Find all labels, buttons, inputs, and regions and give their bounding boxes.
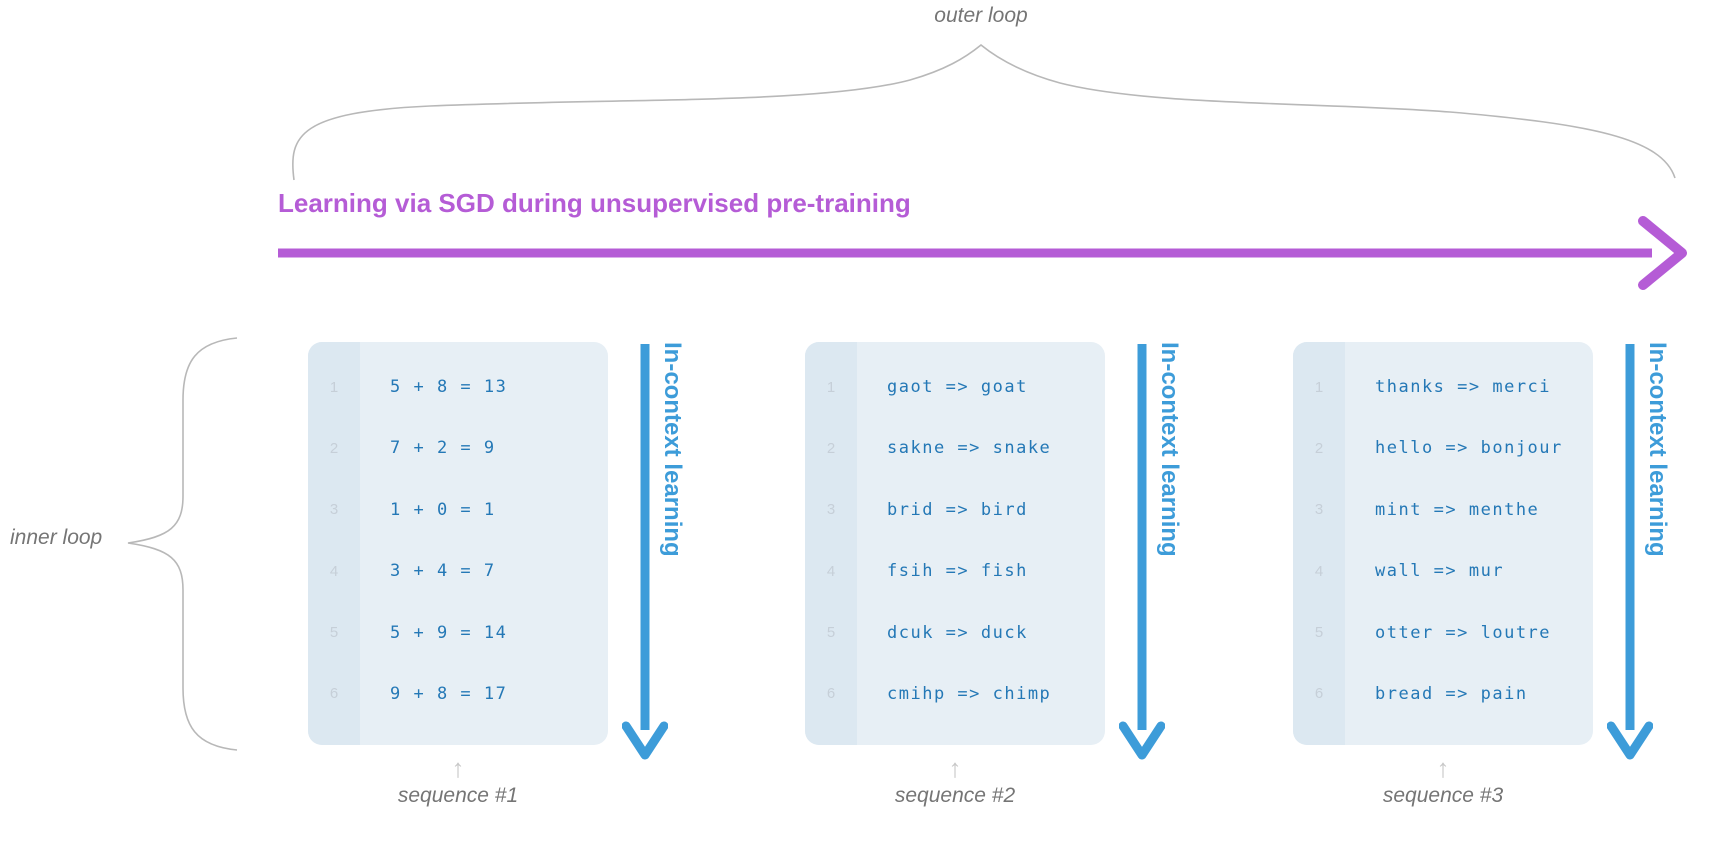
sequence-line: 5 otter => loutre (1293, 613, 1593, 653)
line-number: 5 (826, 624, 836, 642)
sequence-token-text: 7 + 2 = 9 (390, 438, 496, 459)
line-number-gutter (1293, 342, 1345, 745)
sequence-caption: ↑ sequence #2 (805, 754, 1105, 808)
sequence-token-text: 5 + 9 = 14 (390, 622, 508, 643)
line-number: 1 (1314, 378, 1324, 396)
sgd-pretraining-title: Learning via SGD during unsupervised pre… (278, 188, 911, 218)
in-context-learning-label: In-context learning (1156, 342, 1183, 557)
sequence-box-2: 1 gaot => goat 2 sakne => snake 3 brid =… (805, 342, 1105, 745)
sequence-token-text: dcuk => duck (887, 622, 1028, 643)
sequence-token-text: bread => pain (1375, 683, 1528, 704)
up-arrow-icon: ↑ (451, 753, 465, 783)
sequence-token-text: gaot => goat (887, 377, 1028, 397)
sequence-token-text: otter => loutre (1375, 622, 1552, 643)
sequence-caption-text: sequence #2 (894, 784, 1016, 807)
sequence-line: 6 cmihp => chimp (805, 674, 1105, 714)
in-context-arrow-icon (622, 344, 668, 760)
sequence-line: 2 7 + 2 = 9 (308, 428, 608, 468)
sequence-line: 1 thanks => merci (1293, 367, 1593, 407)
sequence-line: 4 3 + 4 = 7 (308, 551, 608, 591)
in-context-arrow-icon (1607, 344, 1653, 760)
inner-loop-label: inner loop (10, 526, 103, 549)
line-number: 2 (826, 439, 836, 457)
line-number-gutter (308, 342, 360, 745)
sequence-panel-2: 1 gaot => goat 2 sakne => snake 3 brid =… (805, 342, 1189, 832)
sequence-token-text: 9 + 8 = 17 (390, 683, 508, 704)
sequence-line: 6 bread => pain (1293, 674, 1593, 714)
sequence-line: 4 wall => mur (1293, 551, 1593, 591)
sequence-token-text: brid => bird (887, 499, 1028, 520)
sequence-box-1: 1 5 + 8 = 13 2 7 + 2 = 9 3 1 + 0 = 1 4 3… (308, 342, 608, 745)
line-number: 6 (826, 685, 836, 703)
outer-loop-label: outer loop (934, 4, 1028, 27)
sequence-line: 5 dcuk => duck (805, 613, 1105, 653)
line-number: 2 (1314, 439, 1324, 457)
sgd-arrow-icon (278, 216, 1687, 290)
sequence-line: 3 1 + 0 = 1 (308, 490, 608, 530)
sequence-line: 1 5 + 8 = 13 (308, 367, 608, 407)
sequence-line: 1 gaot => goat (805, 367, 1105, 407)
sequence-caption: ↑ sequence #3 (1293, 754, 1593, 808)
sequence-panel-3: 1 thanks => merci 2 hello => bonjour 3 m… (1293, 342, 1677, 832)
sequence-box-3: 1 thanks => merci 2 hello => bonjour 3 m… (1293, 342, 1593, 745)
line-number: 1 (329, 378, 339, 396)
in-context-learning-label: In-context learning (1644, 342, 1671, 557)
sequence-line: 3 mint => menthe (1293, 490, 1593, 530)
sequence-caption-text: sequence #1 (397, 784, 519, 807)
sequence-token-text: sakne => snake (887, 438, 1052, 459)
in-context-learning-label: In-context learning (659, 342, 686, 557)
sequence-line: 4 fsih => fish (805, 551, 1105, 591)
in-context-arrow-icon (1119, 344, 1165, 760)
line-number: 6 (1314, 685, 1324, 703)
line-number: 3 (826, 501, 836, 519)
outer-loop-brace (291, 43, 1676, 181)
inner-loop-brace (127, 337, 238, 751)
line-number: 4 (826, 562, 836, 580)
sequence-line: 3 brid => bird (805, 490, 1105, 530)
sequence-token-text: 1 + 0 = 1 (390, 499, 496, 520)
sequence-token-text: cmihp => chimp (887, 683, 1052, 704)
sequence-line: 2 hello => bonjour (1293, 428, 1593, 468)
line-number: 1 (826, 378, 836, 396)
line-number: 4 (1314, 562, 1324, 580)
sequence-token-text: hello => bonjour (1375, 438, 1563, 459)
sequence-caption-text: sequence #3 (1382, 784, 1504, 807)
up-arrow-icon: ↑ (1436, 753, 1450, 783)
sequence-token-text: mint => menthe (1375, 499, 1540, 520)
sequence-line: 2 sakne => snake (805, 428, 1105, 468)
line-number: 6 (329, 685, 339, 703)
line-number-gutter (805, 342, 857, 745)
line-number: 5 (329, 624, 339, 642)
sequence-token-text: 3 + 4 = 7 (390, 561, 496, 582)
sequence-token-text: thanks => merci (1375, 377, 1552, 397)
line-number: 4 (329, 562, 339, 580)
line-number: 3 (329, 501, 339, 519)
line-number: 3 (1314, 501, 1324, 519)
up-arrow-icon: ↑ (948, 753, 962, 783)
line-number: 5 (1314, 624, 1324, 642)
sequence-token-text: wall => mur (1375, 561, 1505, 582)
sequence-line: 5 5 + 9 = 14 (308, 613, 608, 653)
sequence-token-text: 5 + 8 = 13 (390, 377, 508, 397)
sequence-panel-1: 1 5 + 8 = 13 2 7 + 2 = 9 3 1 + 0 = 1 4 3… (308, 342, 692, 832)
sequence-token-text: fsih => fish (887, 561, 1028, 582)
line-number: 2 (329, 439, 339, 457)
sequence-line: 6 9 + 8 = 17 (308, 674, 608, 714)
sequence-caption: ↑ sequence #1 (308, 754, 608, 808)
